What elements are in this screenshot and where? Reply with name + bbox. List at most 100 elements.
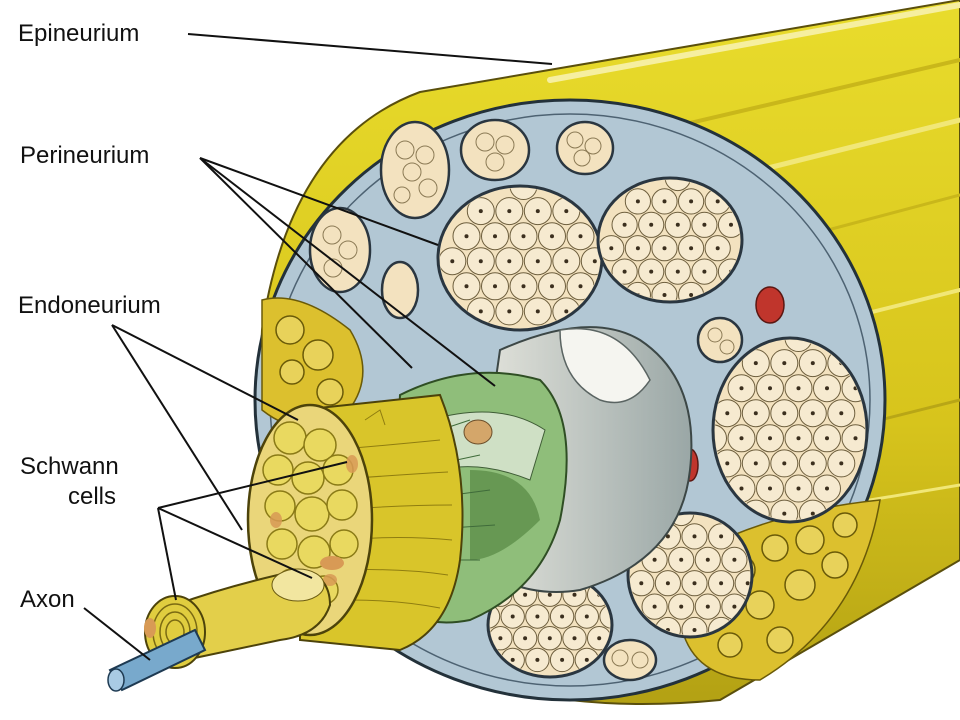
axon-dot	[523, 636, 528, 641]
axon-dot	[550, 234, 554, 239]
axon-dot	[478, 209, 483, 214]
axon-dot	[635, 199, 640, 204]
axon-dot	[739, 386, 744, 391]
axon-dot	[493, 234, 497, 239]
axon-dot	[725, 411, 730, 416]
axon-dot	[622, 269, 627, 274]
axon-dot	[825, 486, 829, 491]
axon-dot	[584, 657, 589, 662]
axon-dot	[564, 309, 569, 314]
leader-axon	[83, 607, 151, 661]
axon-dot	[564, 209, 569, 214]
axon-dot	[662, 246, 667, 251]
axon-dot	[796, 386, 801, 391]
axon-dot	[753, 361, 758, 366]
axon-dot	[498, 636, 503, 641]
axon-dot	[796, 436, 801, 441]
axon-dot	[560, 614, 565, 619]
adipose-tissue	[261, 297, 881, 681]
label-schwann: Schwann	[20, 453, 119, 480]
nerve-fiber	[599, 604, 610, 629]
leader-schwann-3	[157, 507, 177, 601]
axon-dot	[510, 657, 515, 662]
axon-dot	[450, 259, 455, 264]
axon-dot	[560, 657, 565, 662]
axon-dot	[665, 581, 670, 586]
axon-dot	[692, 628, 697, 632]
axon-dot	[547, 592, 552, 597]
axon-dot	[535, 309, 540, 314]
axon-dot	[652, 604, 657, 609]
axon-dot	[478, 309, 483, 314]
axon-dot	[662, 199, 667, 204]
axon-dot	[825, 386, 829, 391]
axon-dot	[592, 259, 597, 264]
schwann-cell-nucleus	[320, 556, 344, 570]
axon-dot	[507, 309, 512, 314]
label-cells: cells	[68, 483, 117, 510]
axon-dot	[635, 246, 640, 251]
nerve-fiber	[784, 340, 813, 352]
axon-dot	[478, 259, 483, 264]
schwann-cell-nuclei	[270, 455, 358, 586]
label-epineurium: Epineurium	[18, 20, 140, 47]
axon-dot	[689, 246, 694, 251]
axon-dot	[547, 636, 552, 641]
axon-dot	[753, 461, 758, 466]
axon-dot	[535, 614, 540, 619]
label-endoneurium: Endoneurium	[18, 292, 161, 319]
label-perineurium: Perineurium	[20, 142, 150, 169]
axon-dot	[662, 293, 667, 297]
axon-dot	[550, 284, 554, 289]
axon-dot	[675, 269, 680, 274]
axon-dot	[609, 246, 614, 251]
axon-dot	[768, 486, 772, 491]
leader-perineurium-1	[199, 157, 439, 246]
nerve-fiber	[509, 188, 538, 200]
axon-dot	[782, 361, 787, 366]
fascicle	[596, 176, 744, 304]
axon-dot	[702, 222, 707, 227]
axon-dot	[689, 199, 694, 204]
axon-dot	[578, 284, 583, 289]
axon-dot	[719, 581, 724, 586]
axon-dot	[782, 411, 787, 416]
label-axon: Axon	[20, 586, 75, 613]
leader-lines	[83, 33, 553, 661]
axon-dot	[507, 209, 512, 214]
axon-dot	[639, 581, 644, 586]
axon-dot	[521, 234, 526, 239]
axon-dot	[597, 636, 602, 641]
axon-dot	[725, 461, 730, 466]
axon-dot	[649, 222, 654, 227]
axon-dot	[679, 557, 684, 562]
axon-dot	[649, 269, 654, 274]
axon-dot	[493, 284, 497, 289]
axon-dot	[535, 259, 540, 264]
leader-epineurium	[187, 33, 553, 65]
axon-dot	[578, 234, 583, 239]
axon-dot	[665, 534, 670, 539]
axon-dot	[810, 511, 815, 516]
small-fascicle-cells	[322, 131, 735, 669]
axon-dot	[825, 436, 829, 441]
axon-dot	[732, 604, 737, 609]
fascicles	[308, 118, 869, 682]
axon-dot	[464, 234, 469, 239]
leader-schwann-1	[157, 461, 348, 509]
axon-dot	[679, 604, 684, 609]
axon-dot	[810, 411, 815, 416]
fascicle	[711, 336, 869, 524]
axon-dot	[572, 592, 577, 597]
axon-dot	[768, 386, 772, 391]
axon-dot	[739, 486, 744, 491]
axon-dot	[715, 199, 720, 204]
axon-dot	[535, 657, 540, 662]
leader-perineurium-3	[199, 157, 496, 387]
axon-dot	[535, 209, 540, 214]
nerve-fiber	[715, 424, 727, 453]
axon	[107, 628, 207, 692]
nerve-fiber	[664, 180, 691, 192]
